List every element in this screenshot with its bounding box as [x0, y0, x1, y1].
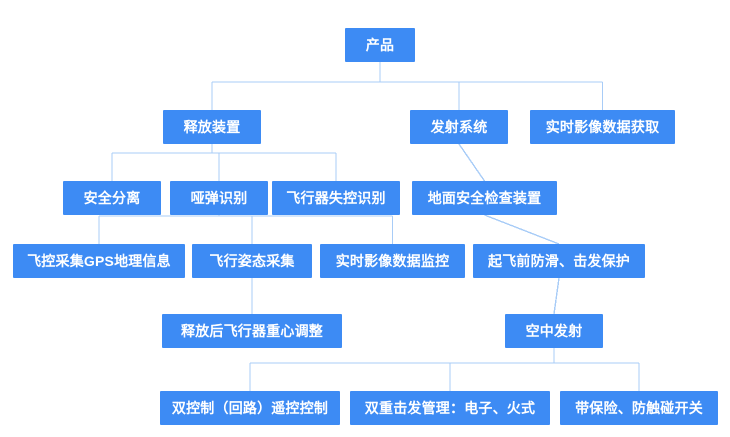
flowchart-node-label: 飞行器失控识别 [286, 190, 386, 206]
flowchart-node[interactable]: 双重击发管理：电子、火式 [350, 391, 550, 425]
flowchart-node-label: 发射系统 [430, 119, 488, 135]
flowchart-node-label: 释放装置 [183, 119, 241, 135]
flowchart-node-label: 地面安全检查装置 [427, 190, 542, 206]
flowchart-node[interactable]: 实时影像数据获取 [530, 110, 675, 144]
flowchart-node-label: 飞控采集GPS地理信息 [27, 253, 171, 269]
flowchart-node-label: 双控制（回路）遥控控制 [171, 400, 329, 416]
flowchart-node[interactable]: 地面安全检查装置 [412, 181, 557, 215]
flowchart-node-label: 安全分离 [83, 190, 141, 206]
flowchart-node-label: 哑弹识别 [190, 190, 248, 206]
flowchart-node[interactable]: 释放后飞行器重心调整 [162, 314, 342, 348]
flowchart-node[interactable]: 带保险、防触碰开关 [560, 391, 718, 425]
flowchart-node-label: 产品 [365, 37, 395, 53]
flowchart-node-label: 释放后飞行器重心调整 [181, 323, 323, 339]
flowchart-node-label: 飞行姿态采集 [209, 253, 295, 269]
flowchart-node-label: 起飞前防滑、击发保护 [488, 253, 630, 269]
flowchart-node-label: 实时影像数据获取 [545, 119, 660, 135]
flowchart-node[interactable]: 发射系统 [410, 110, 508, 144]
flowchart-node-label: 双重击发管理：电子、火式 [364, 400, 536, 416]
flowchart-node-label: 空中发射 [525, 323, 583, 339]
connector-segment [484, 214, 560, 245]
flowchart-node[interactable]: 空中发射 [505, 314, 603, 348]
flowchart-node-label: 带保险、防触碰开关 [575, 400, 703, 416]
flowchart-node[interactable]: 双控制（回路）遥控控制 [160, 391, 340, 425]
flowchart-node[interactable]: 飞行姿态采集 [192, 244, 312, 278]
flowchart-node[interactable]: 安全分离 [63, 181, 161, 215]
flowchart-node[interactable]: 产品 [345, 28, 415, 62]
connector-segment [458, 143, 486, 182]
flowchart-node[interactable]: 哑弹识别 [170, 181, 268, 215]
connector-segment [553, 277, 560, 315]
flowchart-node[interactable]: 飞控采集GPS地理信息 [13, 244, 185, 278]
flowchart-node[interactable]: 飞行器失控识别 [272, 181, 400, 215]
flowchart-node[interactable]: 实时影像数据监控 [320, 244, 465, 278]
flowchart-node[interactable]: 起飞前防滑、击发保护 [473, 244, 645, 278]
flowchart-node[interactable]: 释放装置 [163, 110, 261, 144]
flowchart-node-label: 实时影像数据监控 [335, 253, 450, 269]
